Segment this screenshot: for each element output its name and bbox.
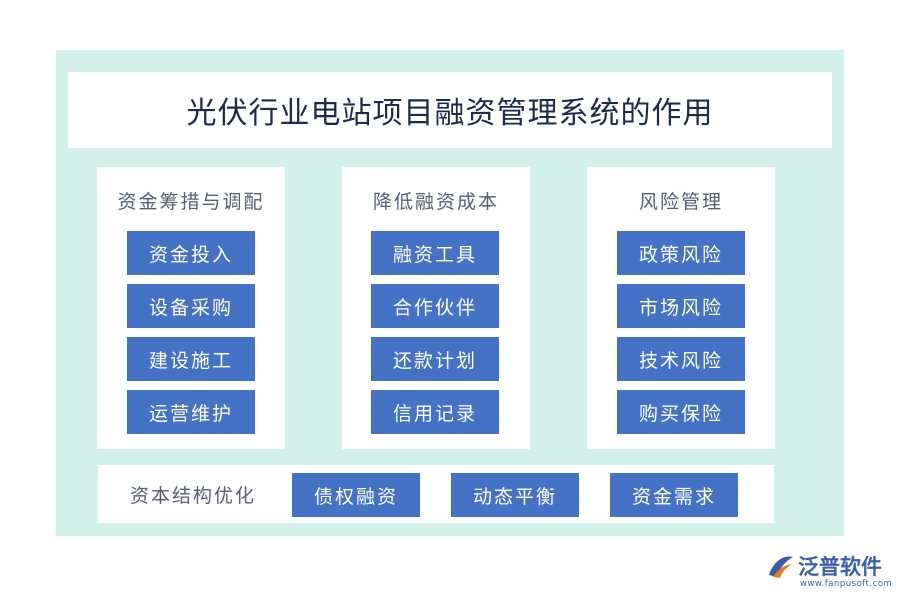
item-box: 还款计划 xyxy=(371,337,499,381)
item-box: 建设施工 xyxy=(127,337,255,381)
bottom-label: 资本结构优化 xyxy=(129,484,256,507)
column-cost: 降低融资成本 融资工具 合作伙伴 还款计划 信用记录 xyxy=(342,167,530,449)
item-box: 债权融资 xyxy=(292,473,420,517)
item-box: 购买保险 xyxy=(617,390,745,434)
column-funding: 资金筹措与调配 资金投入 设备采购 建设施工 运营维护 xyxy=(97,167,285,449)
bottom-row: 资本结构优化 债权融资 动态平衡 资金需求 xyxy=(98,465,774,523)
column-heading: 风险管理 xyxy=(638,191,723,213)
title-box: 光伏行业电站项目融资管理系统的作用 xyxy=(68,72,832,148)
column-risk: 风险管理 政策风险 市场风险 技术风险 购买保险 xyxy=(587,167,775,449)
item-box: 资金需求 xyxy=(610,473,738,517)
item-box: 技术风险 xyxy=(617,337,745,381)
item-box: 合作伙伴 xyxy=(371,284,499,328)
item-box: 政策风险 xyxy=(617,231,745,275)
column-heading: 降低融资成本 xyxy=(372,191,499,213)
item-box: 动态平衡 xyxy=(451,473,579,517)
item-box: 设备采购 xyxy=(127,284,255,328)
logo: 泛普软件 www.fanpusoft.com xyxy=(766,551,894,595)
column-heading: 资金筹措与调配 xyxy=(117,191,265,213)
item-box: 市场风险 xyxy=(617,284,745,328)
diagram-title: 光伏行业电站项目融资管理系统的作用 xyxy=(186,96,714,131)
logo-url: www.fanpusoft.com xyxy=(800,579,893,589)
logo-name: 泛普软件 xyxy=(798,555,882,579)
logo-icon xyxy=(769,556,793,578)
item-box: 运营维护 xyxy=(127,390,255,434)
item-box: 资金投入 xyxy=(127,231,255,275)
item-box: 融资工具 xyxy=(371,231,499,275)
item-box: 信用记录 xyxy=(371,390,499,434)
